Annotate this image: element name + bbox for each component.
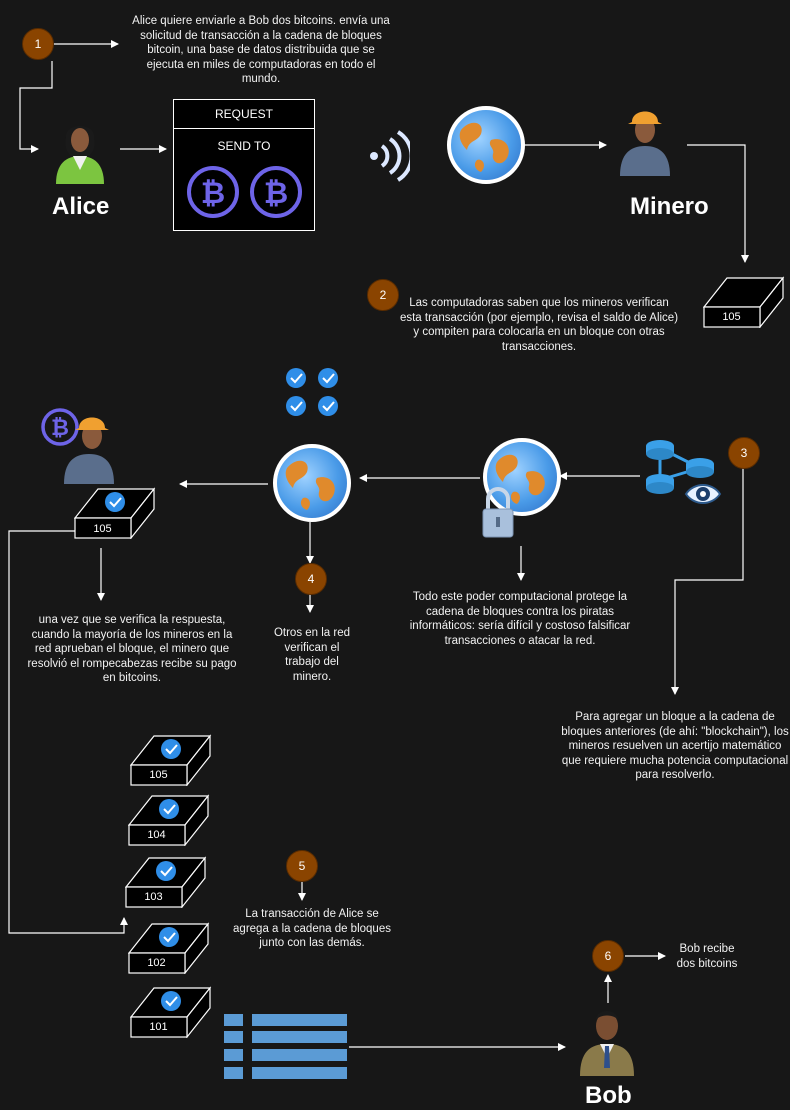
payment-description: una vez que se verifica la respuesta, cu… bbox=[27, 614, 237, 684]
miner-user-icon bbox=[620, 111, 670, 176]
bitcoin-icon: ₿ bbox=[187, 166, 239, 218]
step-badge-6: 6 bbox=[592, 940, 624, 972]
step-badge-3: 3 bbox=[728, 437, 760, 469]
bitcoin-icon: ₿ bbox=[250, 166, 302, 218]
chain-block-number: 101 bbox=[149, 1021, 168, 1033]
verified-block-number: 105 bbox=[93, 523, 112, 535]
step-badge-2: 2 bbox=[367, 279, 399, 311]
check-icon bbox=[286, 368, 338, 416]
block-icon bbox=[128, 794, 210, 846]
globe-icon bbox=[447, 106, 525, 184]
database-icon bbox=[646, 440, 714, 494]
step6-description: Bob recibe dos bitcoins bbox=[676, 943, 738, 970]
block-icon bbox=[130, 986, 212, 1038]
security-description: Todo este poder computacional protege la… bbox=[409, 591, 631, 647]
step1-description: Alice quiere enviarle a Bob dos bitcoins… bbox=[132, 15, 390, 85]
bitcoin-icon: ₿ bbox=[41, 408, 79, 446]
block-icon bbox=[703, 276, 785, 328]
step-badge-1: 1 bbox=[22, 28, 54, 60]
eye-icon bbox=[684, 484, 722, 504]
step-badge-5: 5 bbox=[286, 850, 318, 882]
globe-icon bbox=[483, 438, 561, 516]
svg-text:₿: ₿ bbox=[201, 176, 225, 211]
bob-label: Bob bbox=[585, 1082, 632, 1109]
request-header: REQUEST bbox=[174, 100, 314, 129]
step4-description: Otros en la red verifican el trabajo del… bbox=[273, 627, 351, 683]
lock-icon bbox=[482, 487, 514, 538]
svg-text:₿: ₿ bbox=[51, 416, 69, 441]
wireless-icon bbox=[370, 130, 410, 182]
chain-block-number: 102 bbox=[147, 957, 166, 969]
block-icon bbox=[130, 734, 212, 786]
block-icon bbox=[128, 922, 210, 974]
step2-description: Las computadoras saben que los mineros v… bbox=[399, 297, 679, 353]
step5-description: La transacción de Alice se agrega a la c… bbox=[233, 908, 391, 949]
send-to-label: SEND TO bbox=[217, 139, 271, 153]
step-badge-4: 4 bbox=[295, 563, 327, 595]
pending-block-number: 105 bbox=[722, 311, 741, 323]
alice-label: Alice bbox=[52, 193, 110, 220]
block-icon bbox=[74, 487, 156, 539]
globe-icon bbox=[273, 444, 351, 522]
miner-label: Minero bbox=[630, 193, 709, 220]
svg-text:₿: ₿ bbox=[264, 176, 288, 211]
block-icon bbox=[125, 856, 207, 908]
step3-description: Para agregar un bloque a la cadena de bl… bbox=[561, 711, 789, 781]
chain-block-number: 103 bbox=[144, 891, 163, 903]
chain-block-number: 104 bbox=[147, 829, 166, 841]
miner-user-icon bbox=[64, 417, 114, 484]
alice-user-icon bbox=[56, 126, 104, 184]
chain-block-number: 105 bbox=[149, 769, 168, 781]
bob-user-icon bbox=[580, 1011, 634, 1076]
